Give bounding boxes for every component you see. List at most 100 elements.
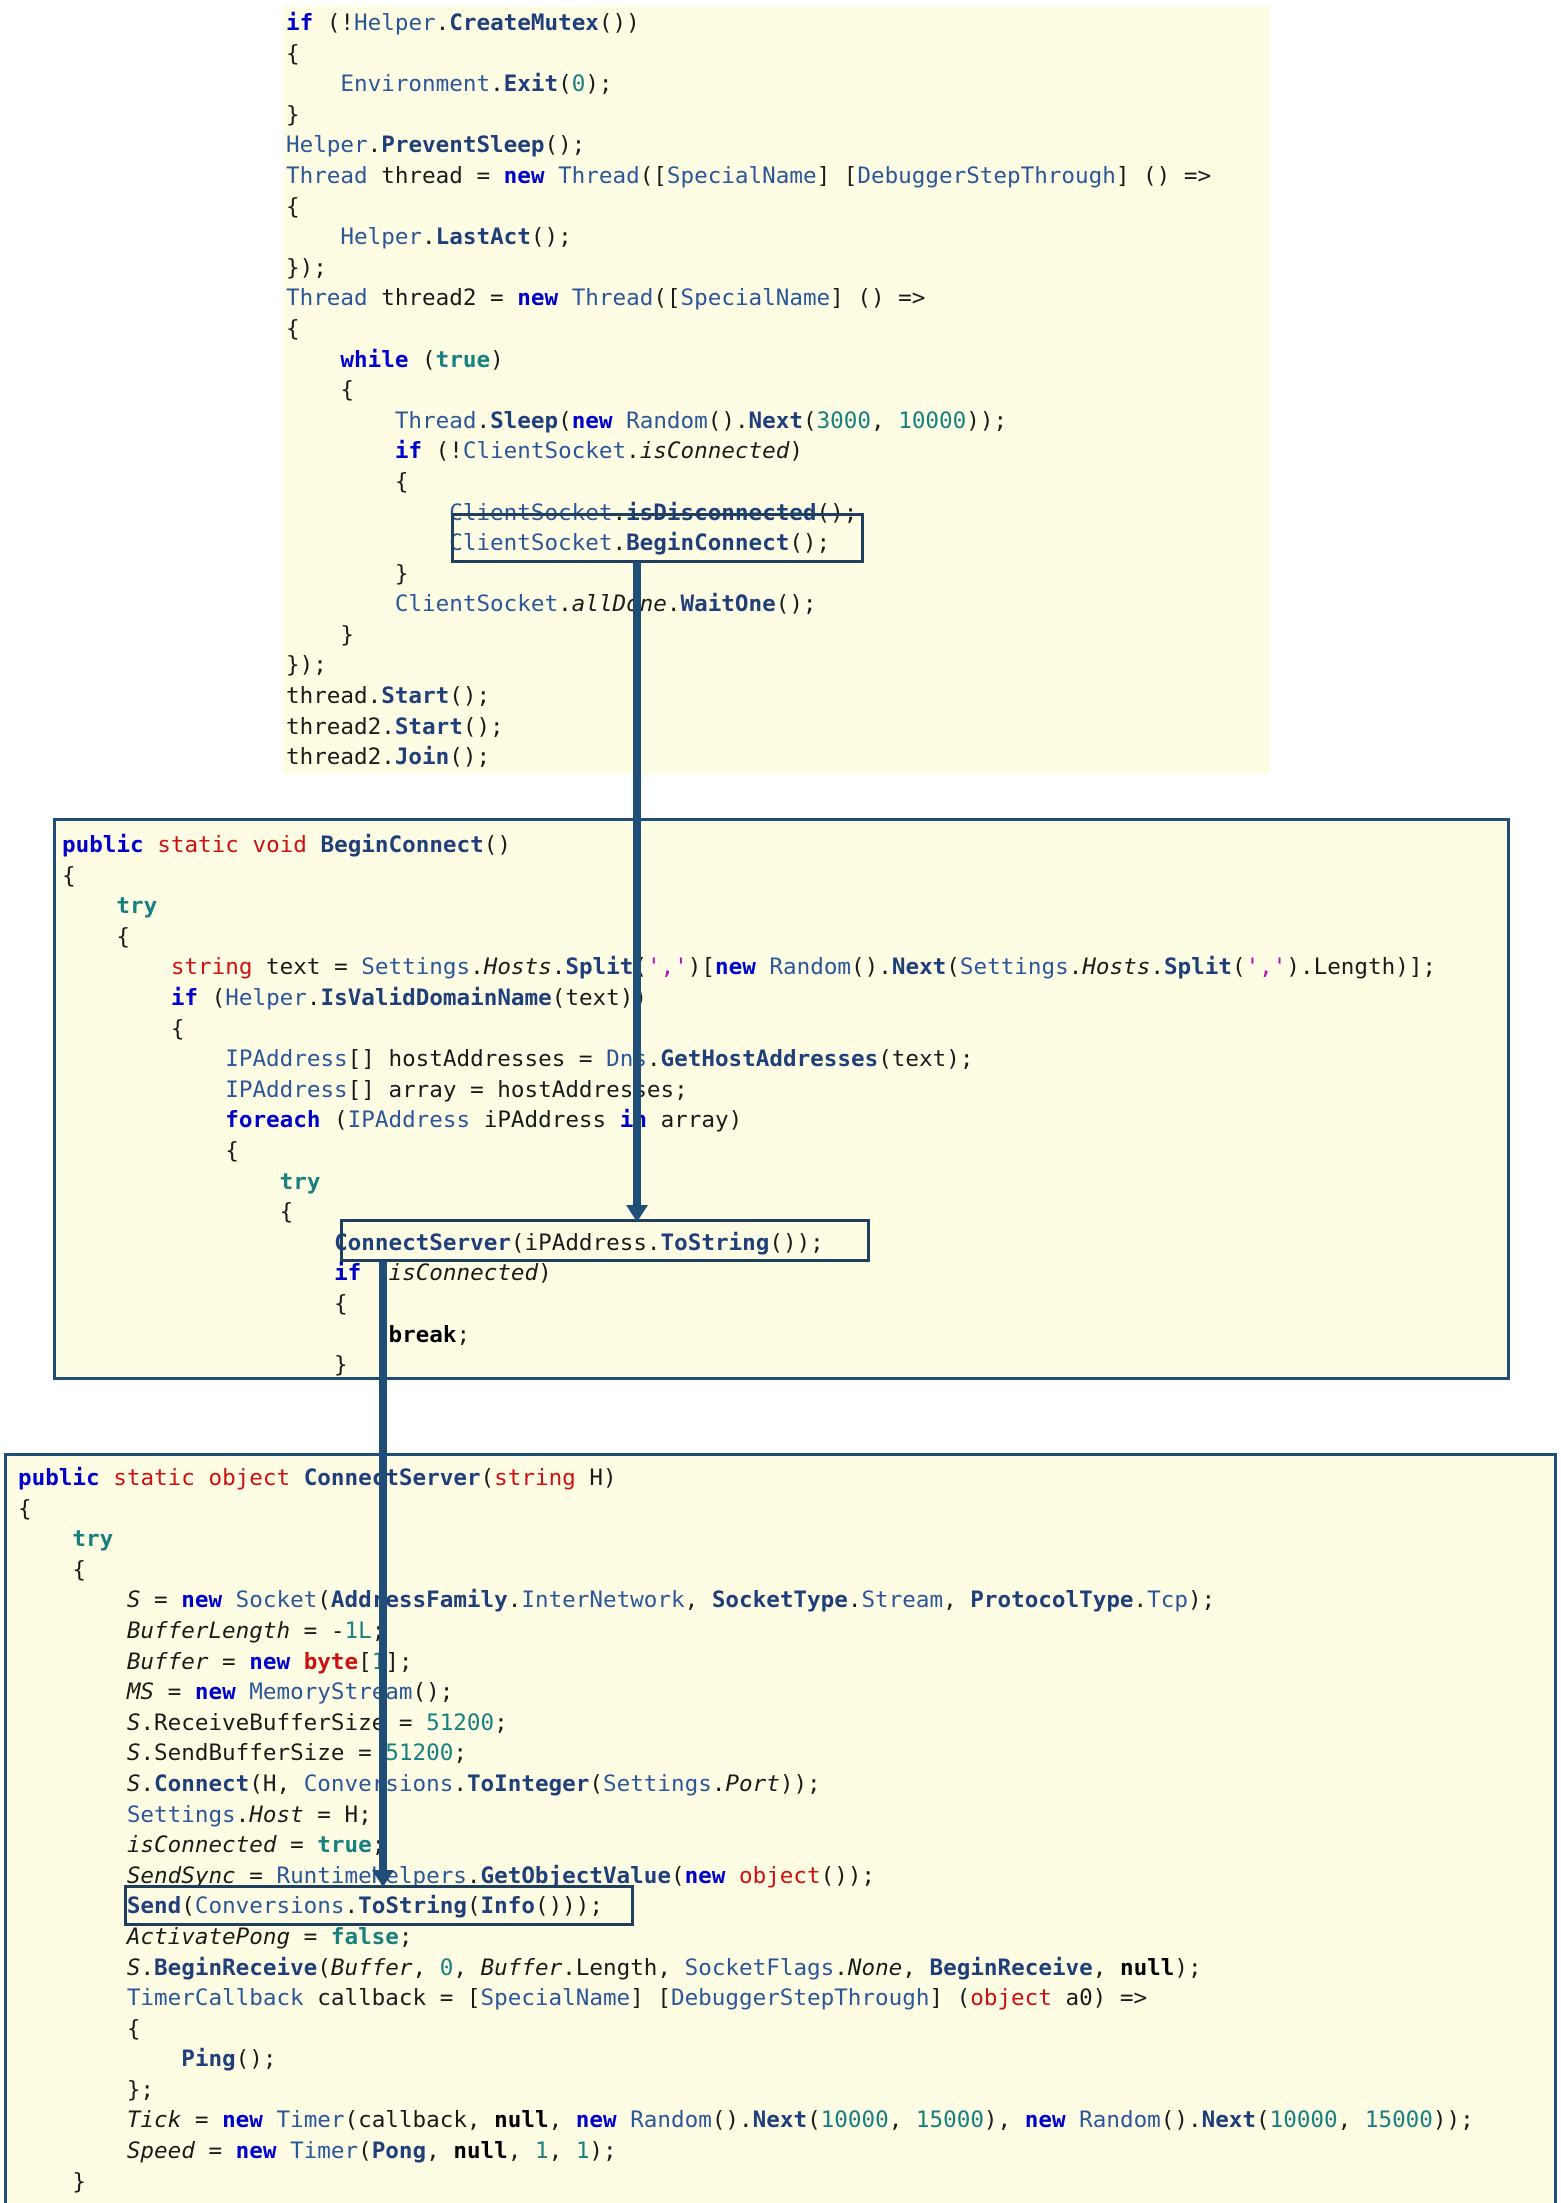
code-line: }); <box>286 253 1211 284</box>
code-token: ) <box>538 1260 552 1287</box>
code-token: Conversions <box>303 1770 454 1797</box>
code-token: ( <box>807 2107 821 2134</box>
code-token: ( <box>589 1770 603 1797</box>
code-token: null <box>1119 1954 1175 1981</box>
code-token: new <box>575 2107 617 2134</box>
code-token: SpecialName <box>680 285 831 312</box>
code-token: try <box>72 1526 114 1553</box>
code-token: . <box>490 71 504 98</box>
code-token: (); <box>235 2046 277 2073</box>
code-token: new <box>194 1679 236 1706</box>
code-line: ClientSocket.isDisconnected(); <box>286 498 1211 529</box>
code-token <box>18 1802 127 1828</box>
code-token: allDone <box>571 591 667 618</box>
code-token: = - <box>290 1617 345 1644</box>
code-token <box>18 1740 127 1766</box>
code-token <box>62 1107 225 1133</box>
code-token: . <box>466 1862 481 1889</box>
code-line: S.Connect(H, Conversions.ToInteger(Setti… <box>18 1769 1474 1800</box>
code-token: thread. <box>286 683 382 710</box>
code-token <box>62 1322 388 1348</box>
code-token: true <box>317 1832 372 1859</box>
code-line: } <box>18 2167 1474 2198</box>
code-token: = <box>235 1862 277 1889</box>
code-token <box>239 832 253 858</box>
code-token: . <box>435 10 450 36</box>
code-line: if (!Helper.CreateMutex()) <box>286 8 1211 39</box>
code-line: { <box>286 314 1211 345</box>
code-token: GetObjectValue <box>480 1862 671 1889</box>
code-block-begin-connect: public static void BeginConnect(){ try {… <box>62 830 1436 1381</box>
code-token: (); <box>462 713 504 740</box>
code-line: Helper.PreventSleep(); <box>286 130 1211 161</box>
code-token: )[ <box>687 954 715 981</box>
code-token <box>263 2107 277 2133</box>
code-token: BeginReceive <box>929 1954 1093 1981</box>
code-line: Thread thread2 = new Thread([SpecialName… <box>286 283 1211 314</box>
code-line: if (isConnected) <box>62 1258 1436 1289</box>
code-token: , <box>453 1954 481 1981</box>
code-line: { <box>62 1289 1436 1320</box>
code-token: { <box>18 2015 141 2042</box>
code-token: () <box>483 832 511 858</box>
code-line: } <box>286 620 1211 651</box>
code-token: . <box>666 591 681 618</box>
code-token: LastAct <box>435 224 531 251</box>
code-line: { <box>62 1136 1436 1167</box>
code-token <box>62 893 116 919</box>
code-token <box>725 1863 739 1889</box>
code-token: { <box>18 1495 32 1522</box>
code-token: , <box>548 2107 576 2134</box>
code-token: ); <box>1174 1954 1202 1981</box>
code-token: ( <box>320 1107 348 1134</box>
code-token: ] () => <box>830 285 926 312</box>
code-token <box>62 1046 225 1072</box>
code-token: ( <box>358 2138 372 2165</box>
code-token: Send <box>126 1893 182 1920</box>
code-token: BufferLength <box>126 1617 291 1644</box>
code-token: Timer <box>276 2107 345 2134</box>
code-token <box>62 1169 280 1195</box>
code-token: . <box>306 984 321 1011</box>
code-token: , <box>548 2138 576 2165</box>
code-panel-main-thread: if (!Helper.CreateMutex()){ Environment.… <box>283 6 1270 774</box>
code-token: thread2. <box>286 744 395 771</box>
code-token: . <box>558 591 572 618</box>
code-token: IPAddress <box>225 1076 348 1103</box>
code-token: , <box>1337 2107 1365 2134</box>
code-token: . <box>612 530 627 557</box>
code-token: MS <box>126 1679 155 1706</box>
code-token: Join <box>394 744 450 771</box>
code-token: new <box>249 1648 291 1675</box>
code-token: Helper <box>340 224 423 251</box>
code-token: Random <box>626 407 708 434</box>
code-token: ( <box>198 984 226 1011</box>
code-token: )); <box>966 407 1008 434</box>
code-token <box>18 1893 127 1919</box>
code-line: } <box>62 1350 1436 1381</box>
code-token: . <box>847 1587 862 1614</box>
code-line: Buffer = new byte[1]; <box>18 1647 1474 1678</box>
code-token: ; <box>371 1832 386 1859</box>
code-token: (); <box>816 499 858 526</box>
code-token: ) <box>490 346 504 373</box>
code-line: { <box>62 1014 1436 1045</box>
code-line: }); <box>286 650 1211 681</box>
code-token: new <box>684 1862 726 1889</box>
code-line: Thread thread = new Thread([SpecialName]… <box>286 161 1211 192</box>
code-token: . <box>551 954 566 981</box>
code-token: = <box>181 2107 223 2134</box>
code-token: Exit <box>503 71 559 98</box>
code-line: } <box>286 100 1211 131</box>
code-token: SpecialName <box>666 162 817 189</box>
code-line: S.SendBufferSize = 51200; <box>18 1738 1474 1769</box>
code-token: , <box>426 2138 454 2165</box>
code-token: if <box>286 10 314 36</box>
code-token: .ReceiveBufferSize = <box>140 1709 427 1736</box>
code-token: ToInteger <box>466 1770 590 1797</box>
code-token: false <box>330 1923 399 1950</box>
code-token: }); <box>286 652 327 679</box>
code-token <box>286 530 449 556</box>
code-line: S = new Socket(AddressFamily.InterNetwor… <box>18 1585 1474 1616</box>
code-token: SpecialName <box>480 1985 631 2012</box>
